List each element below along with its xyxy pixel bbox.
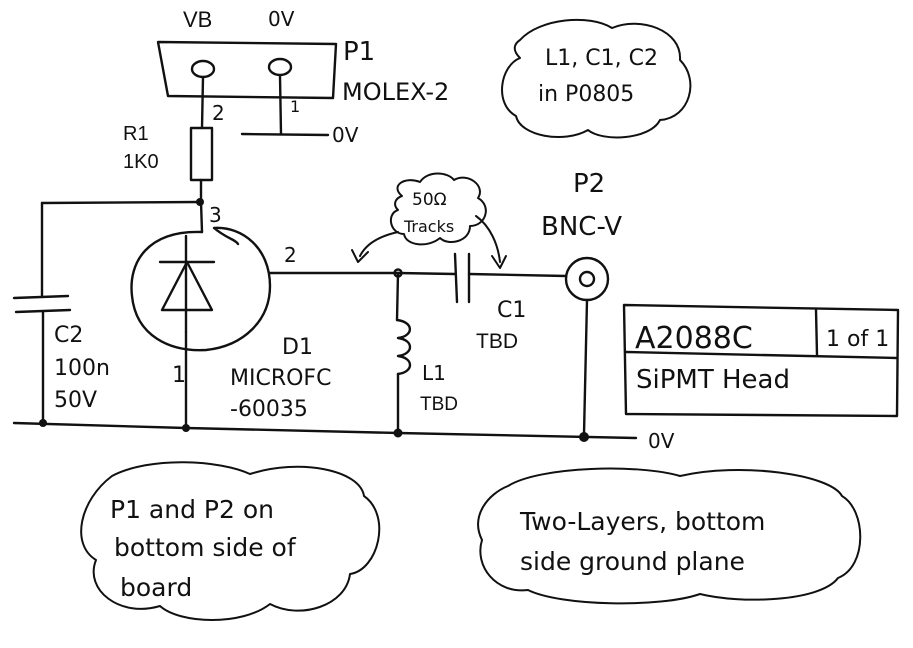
l1-value: TBD <box>420 394 458 415</box>
p1-ground-stub <box>240 132 330 137</box>
c2-ref: C2 <box>54 323 83 348</box>
p1-vb-label: VB <box>183 7 212 32</box>
resistor-r1: R1 1K0 <box>123 75 214 203</box>
connector-p1: VB 0V P1 MOLEX-2 2 1 0V <box>156 7 449 147</box>
package-line2: in P0805 <box>538 82 634 107</box>
l1-top-wire <box>395 271 400 322</box>
p1-pin2-pad <box>190 59 216 79</box>
c1-plate-left <box>453 252 459 304</box>
capacitor-c2: C2 100n 50V <box>12 294 110 424</box>
d1-value-line2: -60035 <box>230 397 308 422</box>
traces-arrow-left <box>359 231 399 257</box>
package-cloud-outline <box>501 18 692 139</box>
d1-pin1: 1 <box>172 363 186 388</box>
ground-rail-label: 0V <box>648 429 675 453</box>
p1-value: MOLEX-2 <box>342 78 449 106</box>
p1-pin2-number: 2 <box>212 101 225 125</box>
p1-body <box>156 40 338 100</box>
c2-plate-top <box>12 294 70 300</box>
p2-ref: P2 <box>573 169 605 199</box>
r1-body <box>189 126 214 182</box>
title-sheet: 1 of 1 <box>826 327 889 352</box>
capacitor-c1: C1 TBD <box>396 252 568 353</box>
connector-p2: P2 BNC-V <box>541 169 622 436</box>
bottom-side-cloud-outline <box>80 461 381 621</box>
vb-wire <box>40 200 202 205</box>
title-block-outer <box>622 303 900 418</box>
p2-value: BNC-V <box>541 212 622 242</box>
traces-arrowhead-right <box>491 255 507 269</box>
traces-arrow-right <box>475 215 501 263</box>
traces-line2: Tracks <box>403 217 454 236</box>
title-block-divider <box>624 350 899 360</box>
title-name: SiPMT Head <box>636 365 790 395</box>
p1-ground-label: 0V <box>332 123 359 147</box>
title-block-sheet-divider <box>814 308 819 357</box>
c1-right-wire <box>467 272 568 278</box>
p2-inner <box>578 270 596 288</box>
node-gnd-d1 <box>182 424 190 432</box>
bottom-side-line1: P1 and P2 on <box>110 495 274 524</box>
traces-arrowhead-left <box>351 249 369 263</box>
c1-left-wire <box>396 271 457 276</box>
p1-pin1-lead <box>278 74 283 136</box>
d1-value-line1: MICROFC <box>230 366 331 391</box>
r1-ref: R1 <box>123 123 149 145</box>
layers-line2: side ground plane <box>520 547 745 576</box>
note-traces-cloud: 50Ω Tracks <box>351 172 507 269</box>
layers-line1: Two-Layers, bottom <box>519 507 765 536</box>
node-gnd-l1 <box>393 428 403 438</box>
r1-top-lead <box>200 75 205 130</box>
r1-value: 1K0 <box>123 151 159 173</box>
note-bottom-side-cloud: P1 and P2 on bottom side of board <box>80 461 381 621</box>
p2-outer <box>564 256 610 302</box>
d1-pin3: 3 <box>209 203 222 227</box>
title-part-number: A2088C <box>635 321 753 356</box>
l1-coil <box>395 318 412 376</box>
l1-ref: L1 <box>422 361 446 385</box>
c1-ref: C1 <box>497 298 526 323</box>
bottom-side-line2: bottom side of <box>114 533 297 562</box>
p1-0v-label: 0V <box>268 7 295 31</box>
inductor-l1: L1 TBD <box>395 318 458 435</box>
p1-ref: P1 <box>343 37 375 67</box>
title-block: A2088C 1 of 1 SiPMT Head <box>622 303 900 418</box>
c2-voltage: 50V <box>54 388 97 413</box>
p1-pin1-number: 1 <box>290 97 300 116</box>
diode-d1: 3 2 1 D1 MICROFC -60035 <box>130 200 400 428</box>
traces-line1: 50Ω <box>412 190 447 210</box>
note-layers-cloud: Two-Layers, bottom side ground plane <box>477 467 862 605</box>
d1-ref: D1 <box>282 335 313 360</box>
package-line1: L1, C1, C2 <box>545 46 658 71</box>
traces-cloud-outline <box>389 172 487 246</box>
note-package-cloud: L1, C1, C2 in P0805 <box>501 18 692 139</box>
layers-cloud-outline <box>477 467 862 605</box>
bottom-side-line3: board <box>120 573 192 602</box>
c1-value: TBD <box>476 330 518 353</box>
node-gnd-c2 <box>39 419 47 427</box>
node-gnd-p2 <box>579 432 589 442</box>
p2-ground-wire <box>582 298 589 436</box>
p1-pin1-pad <box>267 57 293 77</box>
d1-pin3-lead <box>199 200 204 234</box>
d1-pin2: 2 <box>284 243 297 267</box>
ground-rail <box>12 421 638 440</box>
d1-circle <box>130 226 272 352</box>
c2-value: 100n <box>54 356 110 381</box>
d1-triangle <box>160 260 214 312</box>
